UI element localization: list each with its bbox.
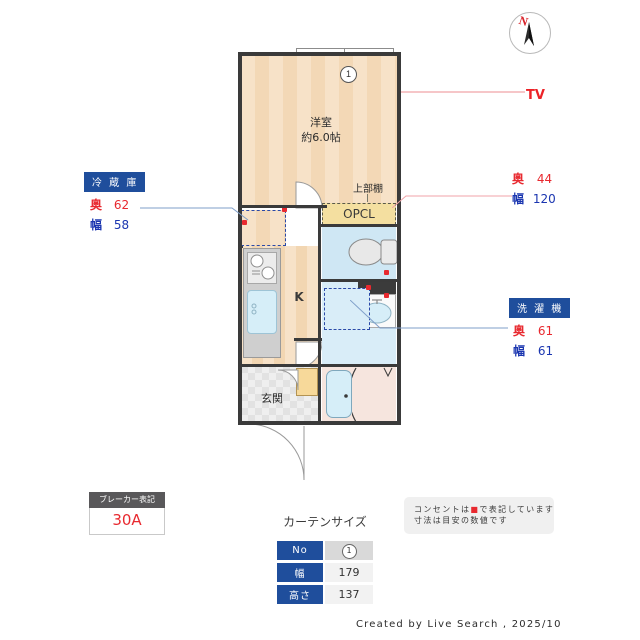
fridge-leader-line xyxy=(140,207,249,221)
wall-vertical-center xyxy=(318,205,321,424)
wall-living-bottom xyxy=(238,205,296,208)
table-row: No 1 xyxy=(277,541,373,560)
curtain-row-label-height: 高さ xyxy=(277,585,323,604)
washer-depth-label: 奥 xyxy=(513,324,526,338)
shelf-width-row: 幅 120 xyxy=(512,190,556,207)
table-row: 幅 179 xyxy=(277,563,373,582)
room-kitchen-label: K xyxy=(294,290,304,304)
curtain-size-table: カーテンサイズ No 1 幅 179 高さ 137 xyxy=(275,513,375,607)
compass: N xyxy=(505,8,553,56)
closet-opcl-label: OPCL xyxy=(343,207,375,221)
washer-depth-row: 奥 61 xyxy=(513,322,570,339)
fridge-width-row: 幅 58 xyxy=(90,216,145,233)
sink-faucet-icon xyxy=(251,303,257,315)
fridge-width-label: 幅 xyxy=(90,218,103,232)
legend-note-line1-pre: コンセントは xyxy=(414,505,471,514)
door-bath-icon xyxy=(352,367,393,423)
breaker-value: 30A xyxy=(89,508,165,535)
curtain-row-value-width: 179 xyxy=(325,563,373,582)
wall-toilet-bottom xyxy=(318,279,401,282)
curtain-row-value-height: 137 xyxy=(325,585,373,604)
shelf-leader-line xyxy=(392,195,512,208)
outlet-marker-toilet xyxy=(384,270,389,275)
curtain-table: No 1 幅 179 高さ 137 xyxy=(275,538,375,607)
tv-label: TV xyxy=(526,88,545,103)
curtain-row-label-width: 幅 xyxy=(277,563,323,582)
room-living-size: 約6.0帖 xyxy=(301,131,341,144)
legend-note-line2: 寸法は目安の数値です xyxy=(414,516,508,525)
wall-top xyxy=(238,52,401,56)
door-front-icon xyxy=(249,424,305,481)
curtain-no-badge: 1 xyxy=(341,543,357,559)
stove-burners-icon xyxy=(250,254,275,280)
wall-bath-top xyxy=(318,364,401,367)
wall-entrance-top xyxy=(238,364,321,367)
washer-width-value: 61 xyxy=(537,344,554,358)
shelf-depth-row: 奥 44 xyxy=(512,170,556,187)
outlet-marker-washer xyxy=(366,285,371,290)
room-living-label: 洋室 約6.0帖 xyxy=(301,115,341,145)
compass-circle xyxy=(509,12,551,54)
shelf-width-value: 120 xyxy=(532,192,556,206)
curtain-row-label-no: No xyxy=(277,541,323,560)
outlet-symbol-icon: ■ xyxy=(470,505,480,514)
outlet-marker-fridge-top xyxy=(282,207,287,212)
washer-width-row: 幅 61 xyxy=(513,342,570,359)
window-number-badge: 1 xyxy=(340,66,357,83)
wall-kitchen-nook xyxy=(238,246,243,248)
washer-leader-line xyxy=(350,300,508,329)
fridge-width-value: 58 xyxy=(113,218,130,232)
curtain-row-value-no: 1 xyxy=(325,541,373,560)
compass-needle-icon xyxy=(524,22,534,46)
washer-width-label: 幅 xyxy=(513,344,526,358)
fridge-depth-row: 奥 62 xyxy=(90,196,145,213)
breaker-header: ブレーカー表記 xyxy=(89,492,165,508)
bathtub xyxy=(326,370,352,418)
callout-shelf: 奥 44 幅 120 xyxy=(512,170,556,207)
outlet-marker-fridge-left xyxy=(242,220,247,225)
bathtub-drain-icon xyxy=(344,394,348,398)
curtain-table-title: カーテンサイズ xyxy=(283,515,367,529)
fridge-badge: 冷 蔵 庫 xyxy=(84,172,146,192)
wall-toilet-top xyxy=(318,224,401,227)
wall-left-upper xyxy=(238,52,242,424)
toilet-icon xyxy=(348,238,398,266)
room-entrance-label: 玄関 xyxy=(261,392,283,405)
table-row: 高さ 137 xyxy=(277,585,373,604)
outlet-marker-vanity xyxy=(384,293,389,298)
room-living-name: 洋室 xyxy=(310,116,332,129)
door-living-frame xyxy=(294,205,327,208)
fridge-depth-label: 奥 xyxy=(90,198,103,212)
shelf-depth-label: 奥 xyxy=(512,172,525,186)
breaker-table: ブレーカー表記 30A xyxy=(89,492,165,535)
shelf-width-label: 幅 xyxy=(512,192,525,206)
room-living xyxy=(241,55,398,205)
footer-credit: Created by Live Search , 2025/10 xyxy=(356,619,562,630)
window-mullion xyxy=(344,48,345,55)
fridge-space xyxy=(241,210,286,246)
door-entrance-inner-icon xyxy=(277,369,299,391)
callout-fridge: 冷 蔵 庫 奥 62 幅 58 xyxy=(84,172,146,233)
legend-note-line1: コンセントは■で表記しています xyxy=(414,504,553,515)
shelf-depth-value: 44 xyxy=(536,172,553,186)
floor-plan: 1 洋室 約6.0帖 上部棚 OPCL K xyxy=(238,48,406,481)
legend-note: コンセントは■で表記しています 寸法は目安の数値です xyxy=(404,497,554,534)
upper-shelf-tick xyxy=(367,194,368,202)
legend-note-line1-post: で表記しています xyxy=(479,505,555,514)
fridge-depth-value: 62 xyxy=(113,198,130,212)
washer-badge: 洗 濯 機 xyxy=(509,298,571,318)
door-kitchen-frame xyxy=(294,338,327,341)
upper-shelf-label: 上部棚 xyxy=(353,184,383,195)
washer-space xyxy=(324,288,370,330)
washer-depth-value: 61 xyxy=(537,324,554,338)
callout-washer: 洗 濯 機 奥 61 幅 61 xyxy=(509,298,571,359)
wall-right xyxy=(397,52,401,424)
